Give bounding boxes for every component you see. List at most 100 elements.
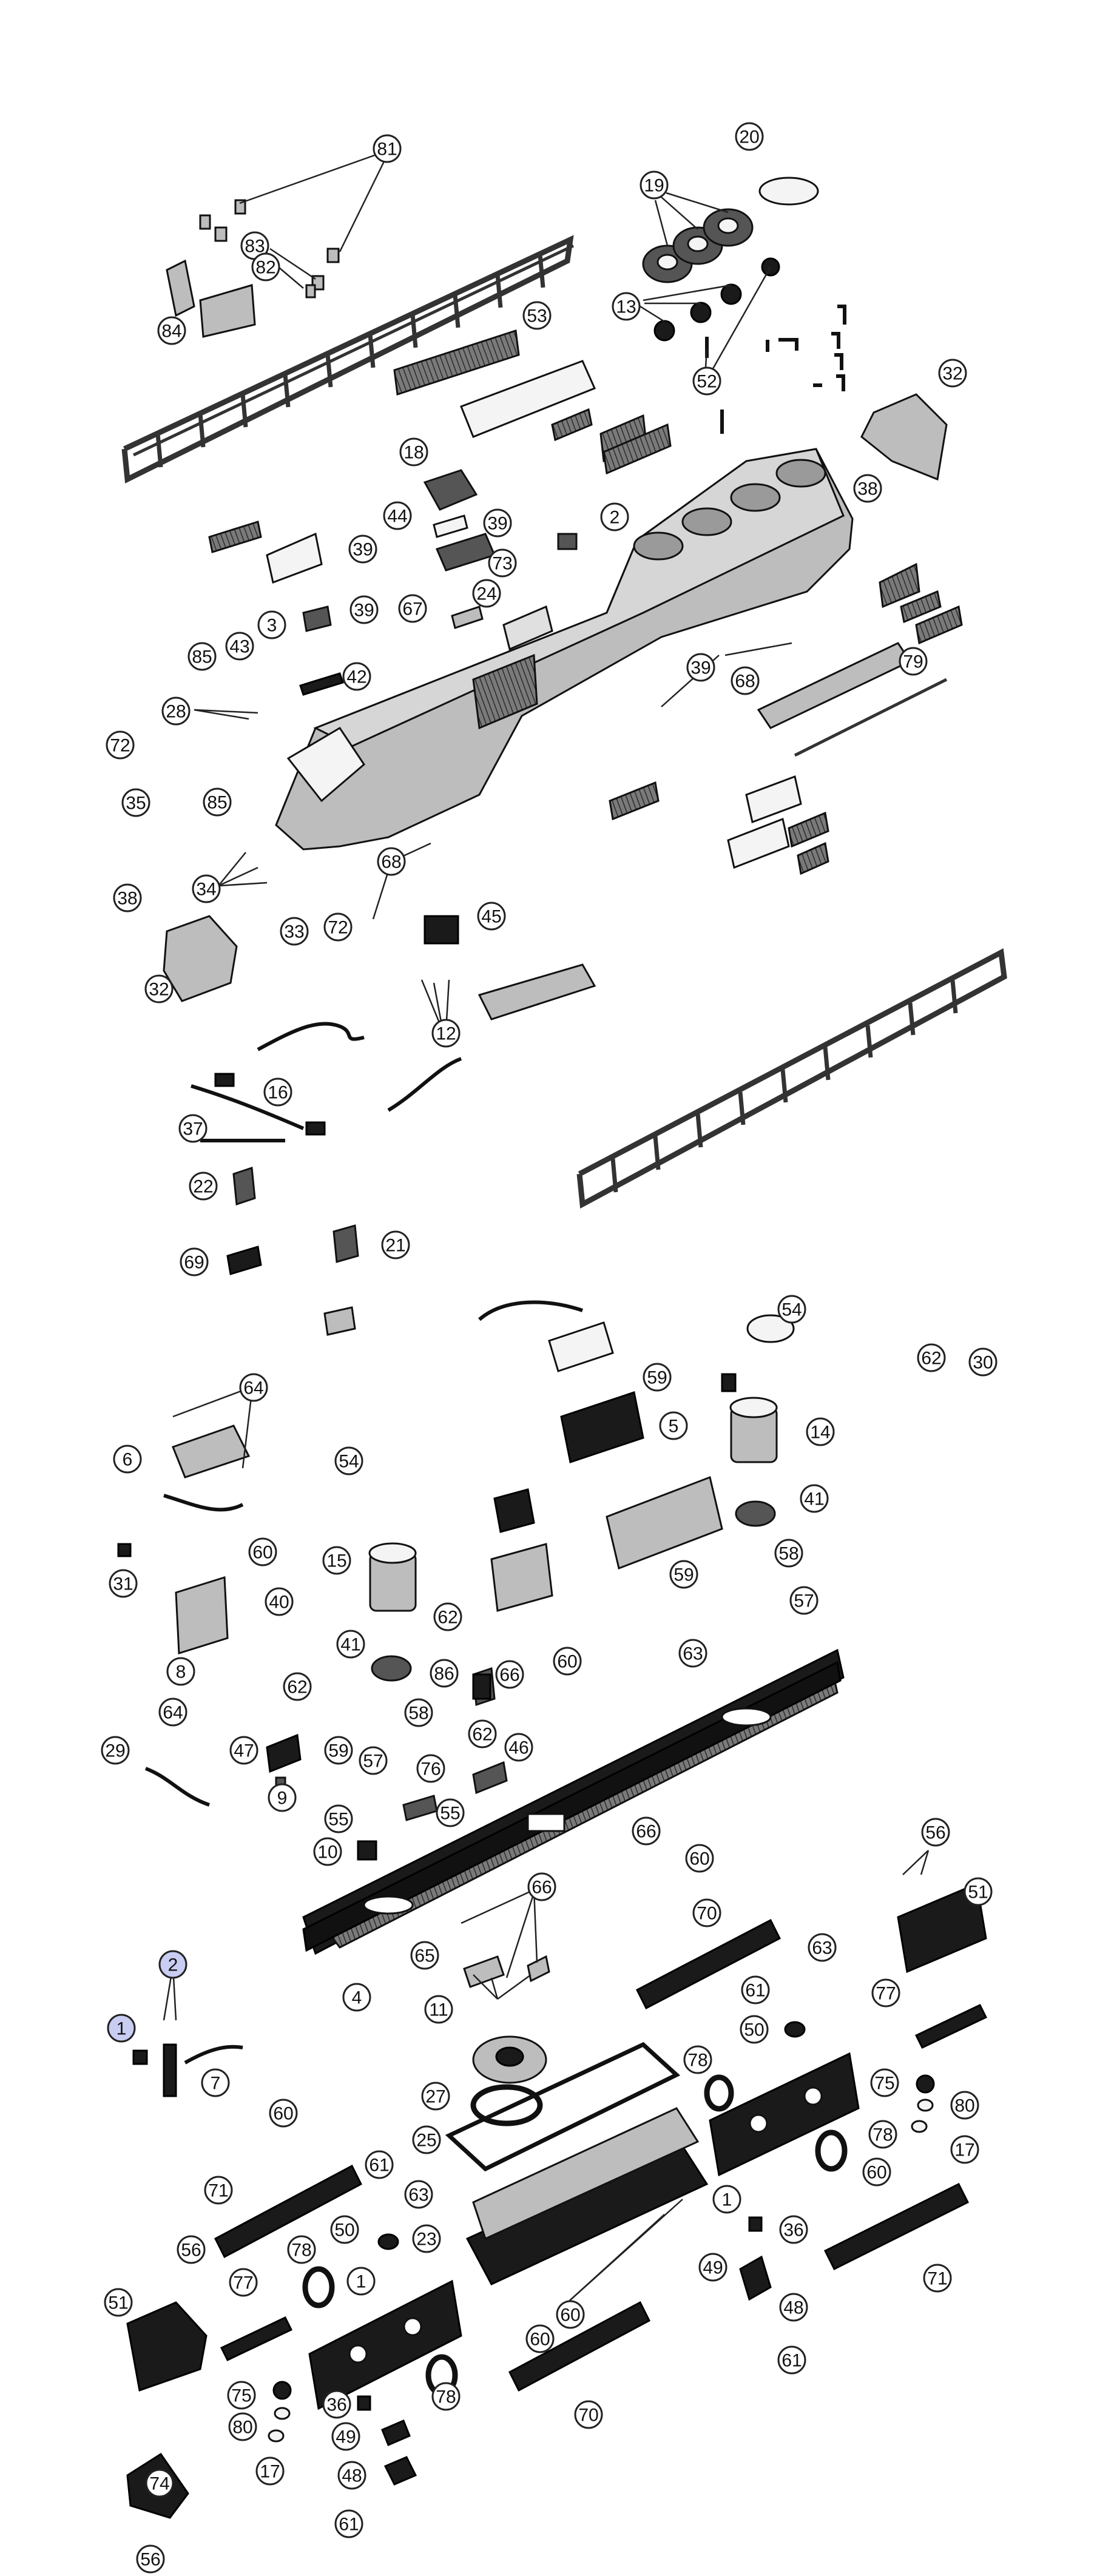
callout-number: 3 <box>267 616 277 636</box>
callout-24: 24 <box>472 579 501 608</box>
callout-number: 7 <box>211 2074 221 2094</box>
callout-number: 71 <box>927 2269 947 2289</box>
callout-19: 19 <box>640 170 669 200</box>
callout-70: 70 <box>574 2400 603 2429</box>
callout-39: 39 <box>349 595 379 624</box>
callout-circle <box>121 788 150 817</box>
locomotive-body-shell <box>275 448 854 851</box>
callout-56: 56 <box>921 1818 950 1847</box>
callout-31: 31 <box>109 1569 138 1598</box>
callout-circle <box>712 2185 741 2214</box>
callout-circle <box>779 2293 808 2322</box>
callout-circle <box>187 642 217 671</box>
speaker-area <box>478 1300 795 1463</box>
callout-circle <box>365 2150 394 2179</box>
callout-circle <box>468 1719 497 1748</box>
callout-number: 12 <box>436 1024 456 1044</box>
callout-52: 52 <box>692 366 721 396</box>
callout-38: 38 <box>113 883 142 912</box>
callout-circle <box>504 1733 533 1762</box>
callout-number: 80 <box>954 2096 974 2116</box>
callout-circle <box>334 2509 363 2538</box>
callout-73: 73 <box>488 548 517 578</box>
callout-circle <box>265 1587 294 1616</box>
callout-number: 54 <box>781 1300 802 1320</box>
callout-number: 54 <box>339 1452 359 1472</box>
callout-number: 72 <box>328 918 348 938</box>
callout-number: 62 <box>437 1608 457 1628</box>
callout-22: 22 <box>189 1172 218 1201</box>
part-32-top <box>860 393 948 481</box>
callout-number: 60 <box>530 2330 550 2350</box>
railing-lower <box>576 948 1007 1209</box>
callout-78: 78 <box>683 2045 712 2074</box>
callout-circle <box>334 1446 363 1475</box>
callout-number: 60 <box>557 1652 577 1672</box>
callout-circle <box>862 2157 891 2187</box>
callout-circle <box>964 1877 993 1906</box>
callout-number: 2 <box>168 1955 178 1975</box>
callout-circle <box>735 122 764 151</box>
callout-number: 68 <box>735 672 755 692</box>
callout-circle <box>404 1698 433 1727</box>
callout-number: 49 <box>703 2258 723 2278</box>
callout-circle <box>383 501 412 530</box>
callout-number: 40 <box>269 1593 289 1613</box>
callout-number: 32 <box>942 364 962 384</box>
callout-number: 64 <box>163 1703 183 1723</box>
callout-60: 60 <box>525 2324 555 2353</box>
callout-number: 78 <box>291 2241 311 2261</box>
callout-49: 49 <box>331 2422 360 2451</box>
callout-circle <box>381 1230 410 1259</box>
callout-30: 30 <box>968 1347 998 1377</box>
callout-68: 68 <box>377 847 406 876</box>
callout-circle <box>323 912 353 942</box>
callout-circle <box>177 2235 206 2264</box>
callout-13: 13 <box>612 292 641 321</box>
callout-36: 36 <box>322 2390 351 2419</box>
callout-58: 58 <box>774 1539 803 1568</box>
callout-number: 69 <box>184 1253 204 1273</box>
callout-circle <box>178 1114 208 1143</box>
callout-number: 51 <box>108 2293 128 2313</box>
callout-circle <box>421 2082 450 2111</box>
callout-number: 38 <box>857 479 877 499</box>
callout-circle <box>412 2125 441 2154</box>
callout-circle <box>337 2461 366 2490</box>
callout-58: 58 <box>404 1698 433 1727</box>
callout-48: 48 <box>779 2293 808 2322</box>
callout-47: 47 <box>229 1736 258 1765</box>
callout-circle <box>136 2544 165 2574</box>
callout-number: 86 <box>434 1664 454 1684</box>
callout-number: 38 <box>117 889 137 909</box>
callout-number: 78 <box>873 2125 893 2145</box>
callout-circle <box>104 2288 133 2317</box>
truck-frames <box>308 2052 860 2410</box>
callout-circle <box>522 301 552 330</box>
callout-circle <box>678 1639 707 1668</box>
callout-number: 60 <box>866 2163 886 2183</box>
callout-circle <box>342 662 371 691</box>
callout-circle <box>416 1754 445 1783</box>
callout-60: 60 <box>685 1844 714 1873</box>
callout-circle <box>373 134 402 163</box>
callout-39: 39 <box>483 508 512 538</box>
callout-circle <box>868 2120 897 2149</box>
callout-circle <box>324 1804 353 1833</box>
callout-circle <box>779 2215 808 2244</box>
callout-number: 48 <box>342 2466 362 2486</box>
callout-54: 54 <box>777 1295 806 1324</box>
callout-number: 71 <box>208 2181 228 2201</box>
callout-81: 81 <box>373 134 402 163</box>
callout-number: 21 <box>385 1236 405 1256</box>
callout-number: 17 <box>260 2462 280 2482</box>
callout-50: 50 <box>330 2215 359 2244</box>
callout-20: 20 <box>735 122 764 151</box>
callout-number: 64 <box>243 1378 263 1398</box>
callout-number: 8 <box>176 1662 186 1682</box>
callout-53: 53 <box>522 301 552 330</box>
callout-number: 56 <box>181 2241 201 2261</box>
drive-tower <box>472 1475 723 1707</box>
callout-circle <box>472 579 501 608</box>
